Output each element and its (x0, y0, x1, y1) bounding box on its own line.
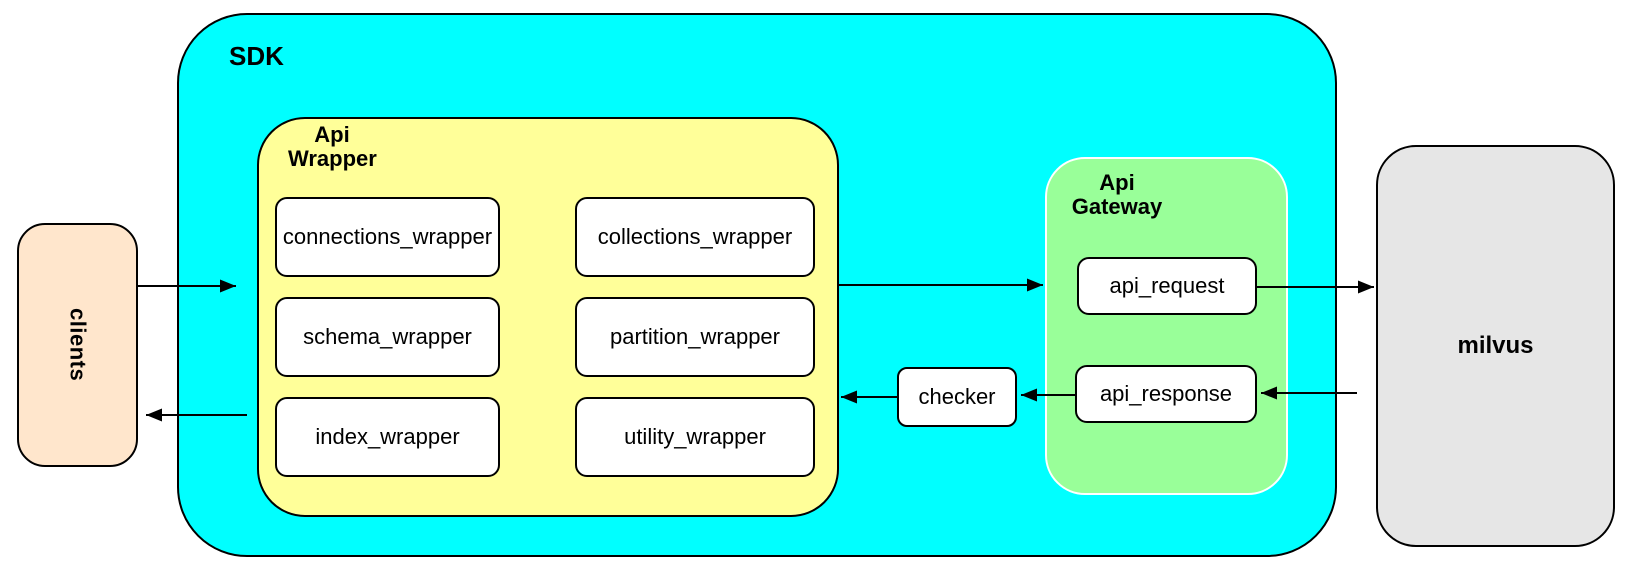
node-collections-wrapper: collections_wrapper (575, 197, 815, 277)
schema-wrapper-label: schema_wrapper (303, 324, 472, 349)
node-api-wrapper: Api Wrapper connections_wrapper collecti… (257, 117, 839, 517)
utility-wrapper-label: utility_wrapper (624, 424, 766, 449)
node-index-wrapper: index_wrapper (275, 397, 500, 477)
checker-label: checker (918, 384, 996, 409)
node-schema-wrapper: schema_wrapper (275, 297, 500, 377)
node-api-response: api_response (1075, 365, 1257, 423)
node-api-request: api_request (1077, 257, 1257, 315)
api-gateway-label-line1: Api (1099, 170, 1135, 195)
partition-wrapper-label: partition_wrapper (610, 324, 780, 349)
api-gateway-label-line2: Gateway (1071, 194, 1163, 219)
node-connections-wrapper: connections_wrapper (275, 197, 500, 277)
api-gateway-label: Api Gateway (1067, 171, 1167, 219)
node-sdk: SDK Api Wrapper connections_wrapper coll… (177, 13, 1337, 557)
api-wrapper-label-line2: Wrapper (288, 146, 377, 171)
collections-wrapper-label: collections_wrapper (597, 224, 793, 249)
api-wrapper-label-line1: Api (314, 122, 350, 147)
node-checker: checker (897, 367, 1017, 427)
connections-wrapper-label: connections_wrapper (282, 224, 493, 249)
node-clients: clients (17, 223, 138, 467)
milvus-label: milvus (1457, 332, 1534, 359)
api-request-label: api_request (1109, 273, 1225, 298)
node-partition-wrapper: partition_wrapper (575, 297, 815, 377)
api-wrapper-label: Api Wrapper (288, 122, 377, 171)
node-api-gateway: Api Gateway api_request api_response (1045, 157, 1288, 495)
node-utility-wrapper: utility_wrapper (575, 397, 815, 477)
api-response-label: api_response (1099, 381, 1233, 406)
node-milvus: milvus (1376, 145, 1615, 547)
index-wrapper-label: index_wrapper (315, 424, 460, 449)
clients-label: clients (65, 308, 91, 382)
sdk-label: SDK (229, 41, 284, 71)
